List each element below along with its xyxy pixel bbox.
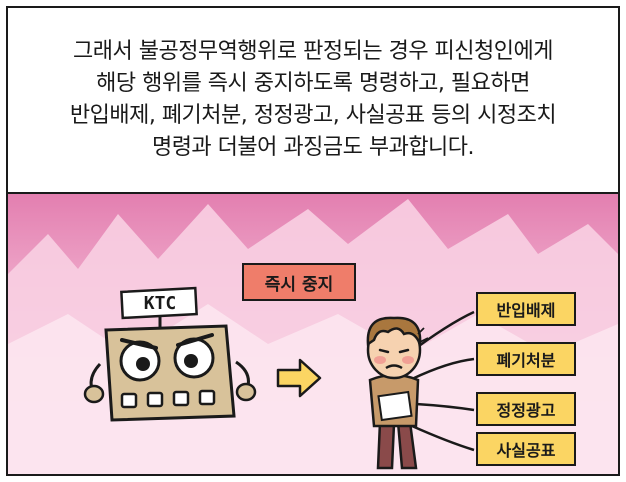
stop-order-label: 즉시 중지 bbox=[242, 263, 356, 301]
caption-line-2: 해당 행위를 즉시 중지하도록 명령하고, 필요하면 bbox=[96, 71, 530, 96]
sweat-lines bbox=[417, 327, 429, 343]
caption-line-3: 반입배제, 폐기처분, 정정광고, 사실공표 등의 시정조치 bbox=[69, 103, 557, 128]
ktc-right-brow bbox=[176, 333, 214, 347]
ktc-button-1 bbox=[120, 392, 138, 409]
person-left-eye bbox=[378, 348, 390, 354]
ktc-sign-board bbox=[120, 286, 198, 320]
person-right-eye bbox=[398, 348, 410, 354]
ktc-left-brow bbox=[120, 338, 158, 350]
paper-icon bbox=[377, 390, 413, 422]
ktc-button-2 bbox=[146, 391, 164, 408]
ktc-left-hand bbox=[83, 384, 105, 404]
scene-artwork bbox=[8, 194, 618, 474]
ktc-button-3 bbox=[172, 390, 190, 407]
ktc-left-pupil bbox=[136, 357, 150, 371]
measure-tag-1: 반입배제 bbox=[476, 292, 576, 326]
ktc-right-hand bbox=[235, 382, 257, 402]
person-blush-right bbox=[402, 356, 414, 364]
ktc-right-pupil bbox=[184, 354, 198, 368]
ktc-sign-label: KTC bbox=[143, 292, 177, 314]
caption-box: 그래서 불공정무역행위로 판정되는 경우 피신청인에게 해당 행위를 즉시 중지… bbox=[8, 8, 618, 194]
comic-panel: 그래서 불공정무역행위로 판정되는 경우 피신청인에게 해당 행위를 즉시 중지… bbox=[6, 6, 620, 476]
caption-line-4: 명령과 더불어 과징금도 부과합니다. bbox=[151, 135, 475, 160]
connector-line-2 bbox=[411, 357, 475, 381]
illustration-scene: KTC 즉시 중지 반입배제 폐기처분 정정광고 사실공표 bbox=[8, 194, 618, 474]
person-mouth bbox=[385, 364, 403, 370]
arrow-icon bbox=[276, 358, 322, 398]
connector-line-3 bbox=[415, 402, 475, 412]
person-hair bbox=[366, 316, 422, 347]
ktc-button-4 bbox=[198, 389, 216, 406]
person-left-leg bbox=[376, 420, 396, 470]
measure-tag-2: 폐기처분 bbox=[476, 342, 576, 376]
measure-tag-4: 사실공표 bbox=[476, 432, 576, 466]
connector-line-4 bbox=[411, 424, 475, 452]
person-blush-left bbox=[374, 356, 386, 364]
measure-tag-3: 정정광고 bbox=[476, 392, 576, 426]
caption-line-1: 그래서 불공정무역행위로 판정되는 경우 피신청인에게 bbox=[73, 39, 554, 64]
